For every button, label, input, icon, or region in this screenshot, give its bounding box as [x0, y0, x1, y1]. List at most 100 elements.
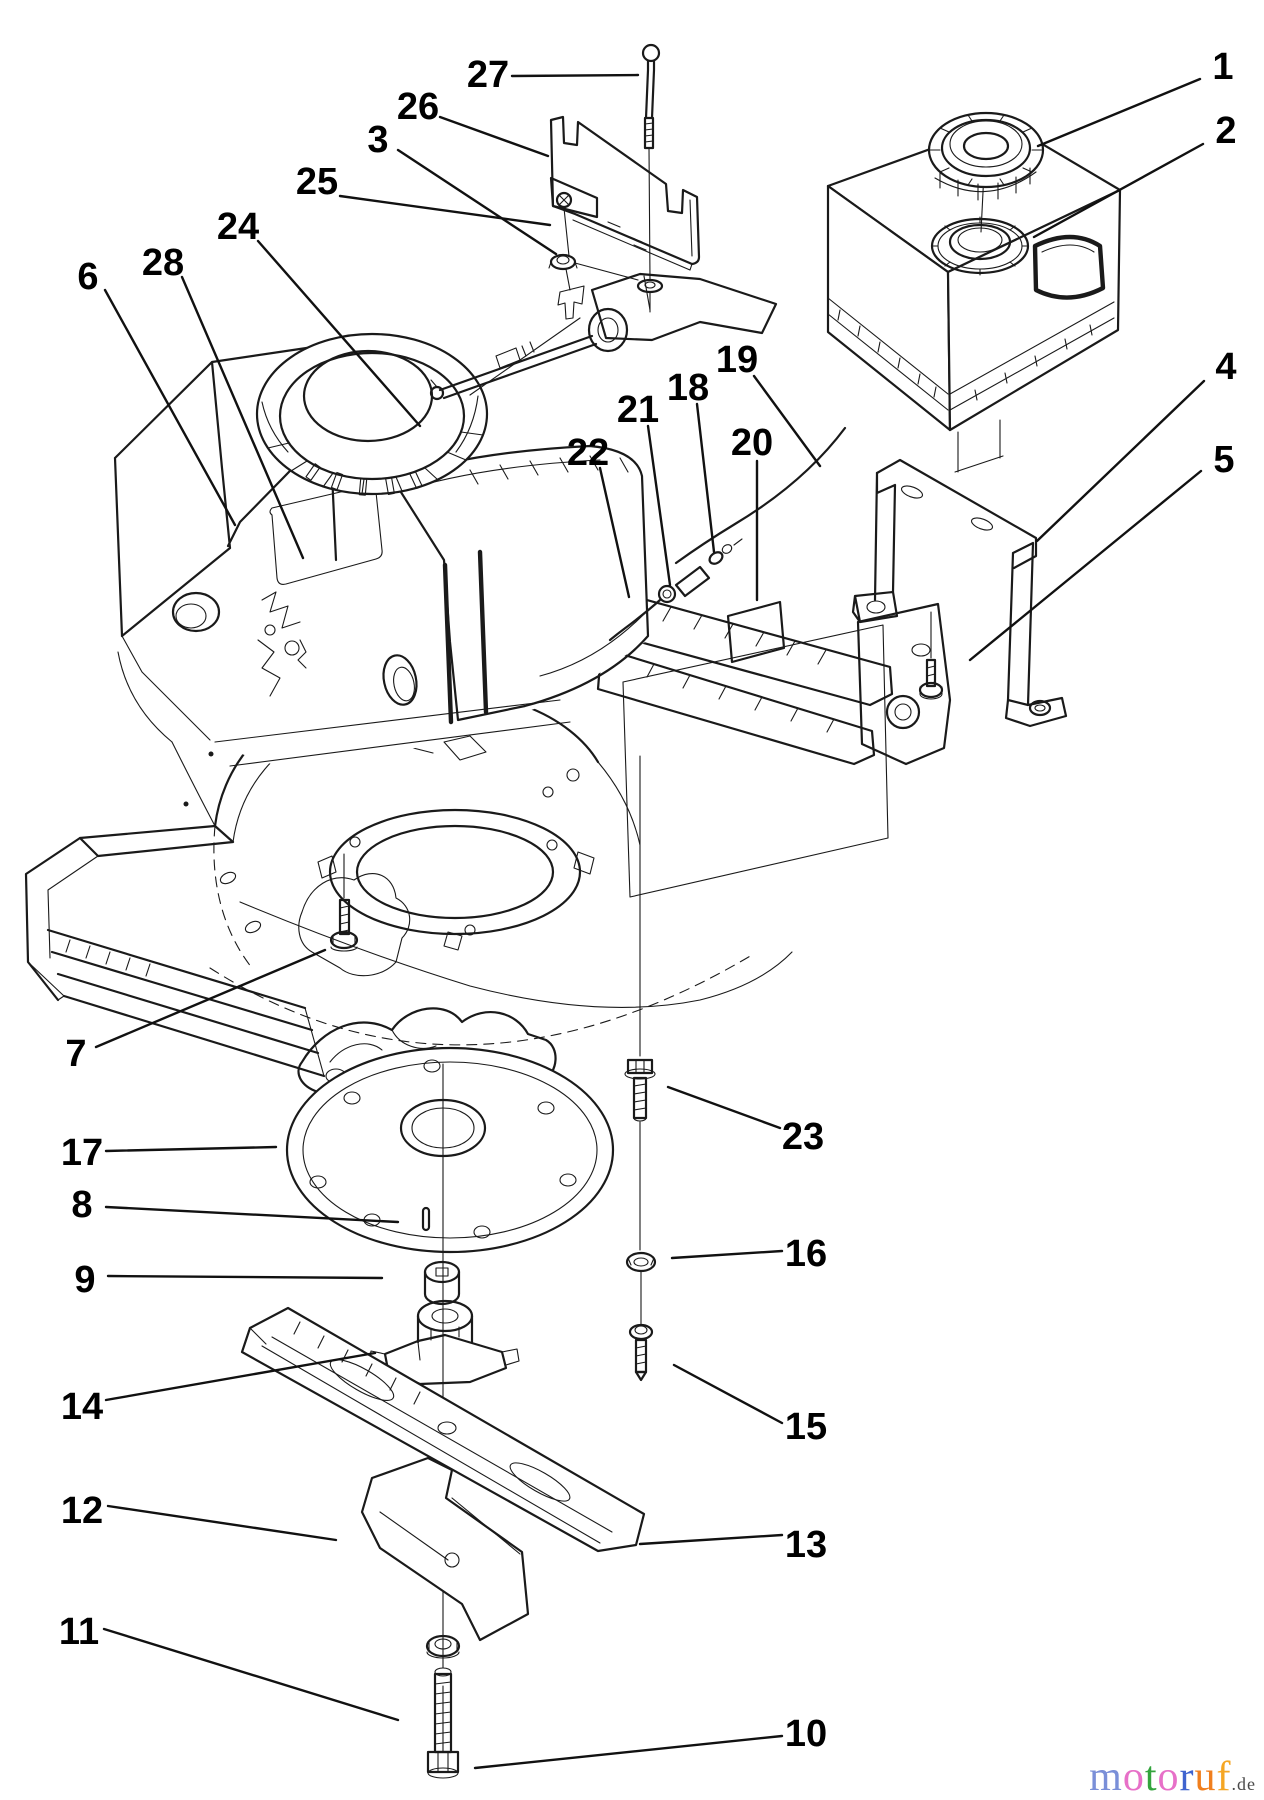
callout-label-1: 1: [1212, 46, 1233, 88]
screw-15-drawing: [628, 1323, 654, 1382]
carb-linkage-drawing: [261, 591, 301, 629]
callout-label-11: 11: [59, 1611, 99, 1653]
watermark-suffix: .de: [1231, 1774, 1256, 1794]
callout-leader-26: [438, 115, 550, 158]
callout-label-10: 10: [785, 1713, 827, 1755]
callout-23: 23: [666, 1085, 824, 1158]
blade-assembly-drawing: [240, 1063, 646, 1779]
callout-label-23: 23: [782, 1116, 824, 1158]
mower-deck-drawing: [24, 579, 952, 1254]
callout-16: 16: [670, 1233, 827, 1275]
recoil-starter-drawing: [255, 332, 489, 496]
callout-7: 7: [65, 948, 327, 1075]
washer-16-drawing: [625, 1251, 657, 1273]
tank-bracket-drawing: [851, 458, 1068, 728]
callout-leader-8: [104, 1205, 400, 1224]
callout-6: 6: [77, 256, 237, 527]
callout-13: 13: [638, 1524, 827, 1566]
callout-leader-13: [638, 1533, 784, 1546]
watermark-letter: t: [1144, 1754, 1158, 1800]
callout-label-3: 3: [367, 119, 388, 161]
callout-leader-5: [968, 469, 1203, 662]
callout-label-16: 16: [785, 1233, 827, 1275]
callout-label-28: 28: [142, 242, 184, 284]
pin-8-drawing: [421, 1206, 431, 1232]
callout-label-5: 5: [1213, 439, 1234, 481]
callout-10: 10: [473, 1713, 827, 1770]
tank-handle-drawing: [1032, 234, 1106, 300]
heat-shield-drawing: [548, 115, 701, 320]
watermark-letter: o: [1157, 1754, 1180, 1800]
filler-neck-drawing: [930, 216, 1030, 276]
callout-label-6: 6: [77, 256, 98, 298]
callout-label-22: 22: [567, 432, 609, 474]
callout-leader-2: [1032, 142, 1205, 239]
callout-9: 9: [74, 1259, 384, 1301]
callout-label-24: 24: [217, 206, 259, 248]
screw-25-drawing: [555, 191, 573, 209]
callout-label-8: 8: [71, 1184, 92, 1226]
callout-4: 4: [1035, 346, 1237, 543]
nut-3-drawing: [548, 253, 578, 291]
watermark-letter: u: [1194, 1754, 1217, 1800]
callout-label-15: 15: [785, 1406, 827, 1448]
callout-11: 11: [59, 1611, 400, 1722]
fuel-tank-drawing: [826, 111, 1122, 473]
callout-leader-9: [106, 1274, 384, 1280]
watermark-letter: m: [1089, 1754, 1123, 1800]
blade-13-drawing: [240, 1306, 646, 1553]
mount-hardware-drawing: [624, 755, 657, 1382]
callout-15: 15: [672, 1363, 827, 1448]
callout-label-26: 26: [397, 86, 439, 128]
exhaust-port-drawing: [171, 591, 221, 633]
fuel-line-drawing: [608, 426, 847, 664]
callout-label-14: 14: [61, 1386, 103, 1428]
callout-leader-7: [94, 948, 327, 1049]
callout-label-12: 12: [61, 1490, 103, 1532]
callout-label-13: 13: [785, 1524, 827, 1566]
mount-ring-drawing: [317, 808, 595, 951]
callout-20: 20: [731, 422, 773, 602]
stiffener-12-drawing: [360, 1456, 530, 1642]
watermark-letter: o: [1122, 1754, 1145, 1800]
callout-leader-15: [672, 1363, 784, 1425]
callout-leader-22: [598, 466, 631, 599]
callout-1: 1: [1036, 46, 1234, 148]
callout-leader-14: [104, 1351, 377, 1402]
callout-label-2: 2: [1215, 110, 1236, 152]
callout-25: 25: [296, 161, 552, 227]
callout-14: 14: [61, 1351, 377, 1428]
callout-leader-24: [256, 239, 422, 428]
callout-22: 22: [567, 432, 631, 599]
callout-12: 12: [61, 1490, 338, 1542]
callout-3: 3: [367, 119, 558, 256]
callout-leader-23: [666, 1085, 782, 1130]
nut-11-drawing: [425, 1634, 461, 1659]
callout-leader-18: [695, 402, 716, 554]
callout-leader-1: [1036, 77, 1202, 148]
callout-label-20: 20: [731, 422, 773, 464]
callout-24: 24: [217, 206, 422, 428]
callout-5: 5: [968, 439, 1235, 662]
warning-label-20-drawing: [726, 600, 786, 664]
callout-leader-3: [396, 148, 558, 256]
fuel-cap-drawing: [927, 111, 1045, 201]
discharge-chute-drawing: [24, 824, 326, 1078]
callout-label-4: 4: [1215, 346, 1236, 388]
callout-28: 28: [142, 242, 305, 560]
callout-label-9: 9: [74, 1259, 95, 1301]
callout-19: 19: [716, 339, 822, 468]
callout-leader-6: [103, 288, 237, 527]
callout-label-18: 18: [667, 367, 709, 409]
callout-17: 17: [61, 1132, 278, 1174]
callout-leader-10: [473, 1734, 784, 1770]
callout-leader-19: [752, 374, 822, 468]
bolt-10-drawing: [426, 1667, 460, 1779]
throttle-control-drawing: [429, 272, 778, 401]
callout-2: 2: [1032, 110, 1237, 239]
callout-26: 26: [397, 86, 550, 158]
callout-leader-21: [646, 424, 672, 587]
